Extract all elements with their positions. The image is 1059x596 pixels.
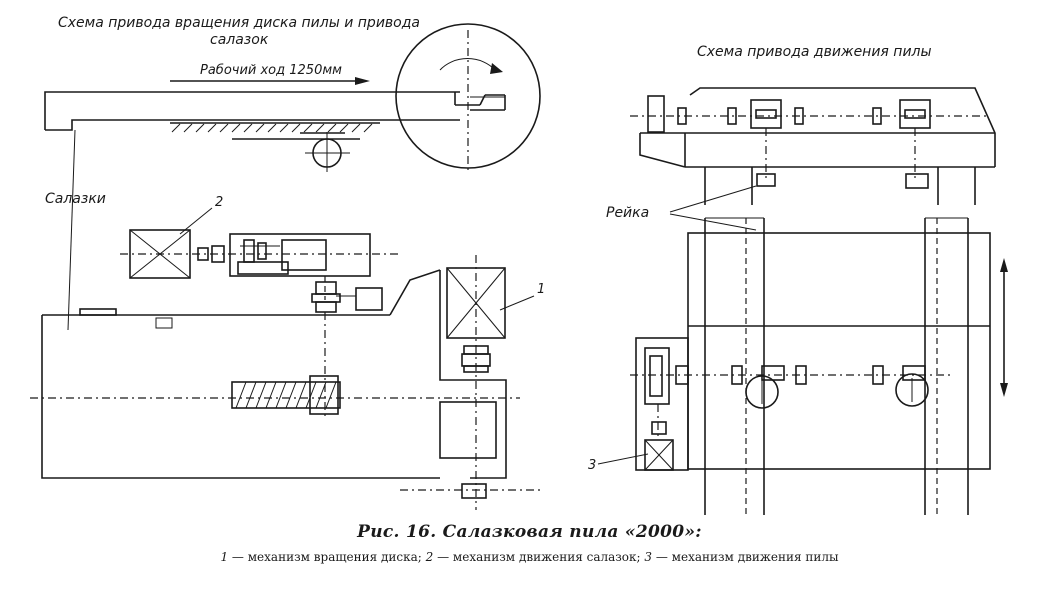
legend-num-1: 1: [220, 550, 229, 564]
top-carriage: [44, 91, 506, 172]
left-scheme-title-line2: салазок: [210, 32, 269, 48]
callout-3: 3: [588, 458, 596, 473]
upper-legs: [704, 167, 976, 205]
legend-text-1: — механизм вращения диска;: [228, 550, 426, 564]
carriage-leader: [67, 129, 76, 331]
figure-caption-title: Рис. 16. Салазковая пила «2000»:: [357, 522, 702, 542]
carriage-label: Салазки: [45, 191, 106, 207]
left-scheme-title-line1: Схема привода вращения диска пилы и прив…: [58, 15, 420, 31]
vertical-drive: [231, 281, 383, 420]
travel-arrow: [1000, 258, 1008, 397]
right-scheme: Схема привода движения пилы: [588, 44, 1008, 515]
right-scheme-title: Схема привода движения пилы: [697, 44, 932, 60]
callout-1: 1: [537, 282, 545, 297]
stroke-arrow: [170, 77, 370, 85]
figure-diagram: Схема привода вращения диска пилы и прив…: [30, 15, 1008, 515]
legend-text-3: — механизм движения пилы: [652, 550, 839, 564]
legend-num-3: 3: [644, 550, 653, 564]
motor-1: [400, 255, 540, 510]
motor-2: [120, 229, 400, 279]
saw-disk: [395, 23, 541, 170]
figure-caption-legend: 1 — механизм вращения диска; 2 — механиз…: [0, 550, 1059, 564]
legend-num-2: 2: [425, 550, 434, 564]
lower-drive: [630, 337, 950, 471]
callout-2: 2: [215, 195, 223, 210]
motor-3: [644, 439, 674, 471]
legend-text-2: — механизм движения салазок;: [433, 550, 645, 564]
upper-housing: [630, 87, 996, 189]
gearbox: [229, 233, 371, 300]
main-table: [30, 269, 520, 479]
rack-label: Рейка: [606, 205, 649, 221]
stroke-label: Рабочий ход 1250мм: [200, 63, 342, 78]
left-scheme: Схема привода вращения диска пилы и прив…: [30, 15, 545, 510]
